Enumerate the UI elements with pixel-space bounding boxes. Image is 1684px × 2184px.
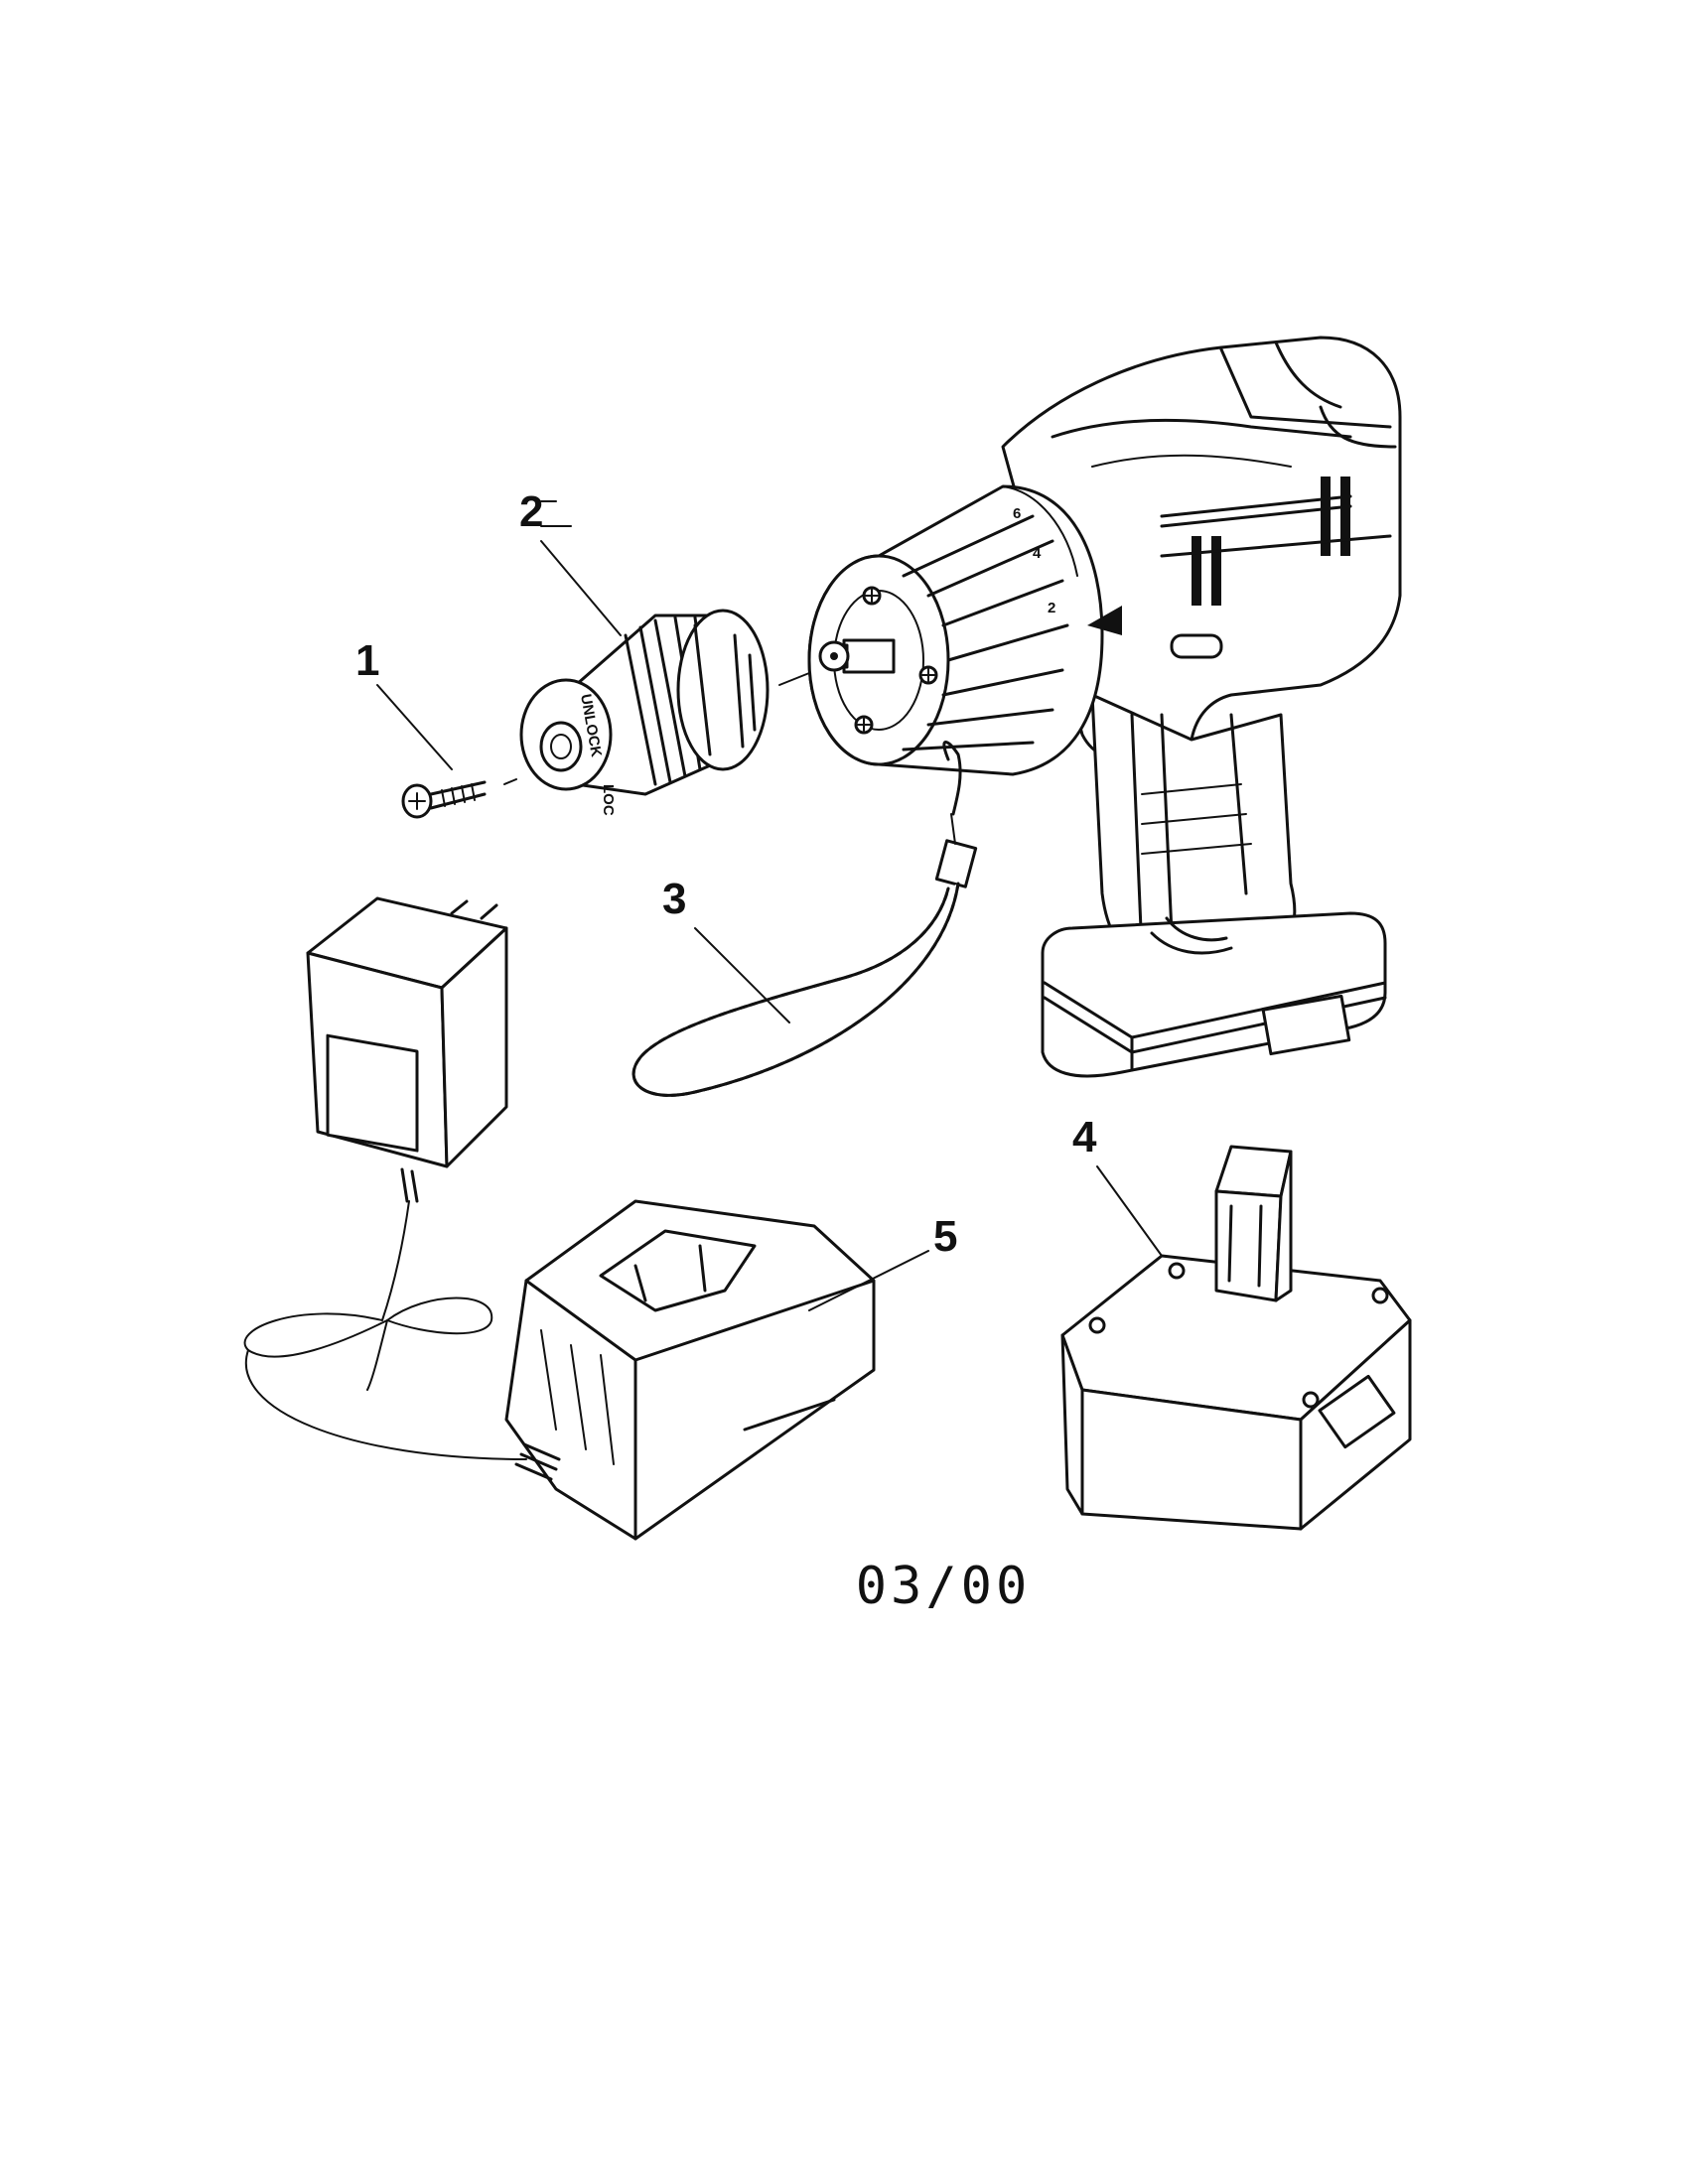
wall-adapter	[243, 896, 527, 1460]
callout-4: 4	[1072, 1113, 1097, 1161]
battery-pack	[1060, 1145, 1412, 1531]
leader-lines	[376, 500, 1163, 1311]
date-code: 03/00	[855, 1557, 1032, 1616]
dial-mark-4: 4	[1033, 545, 1042, 562]
dial-mark-2: 2	[1048, 600, 1055, 616]
callout-2: 2	[519, 487, 543, 536]
callout-5: 5	[933, 1212, 957, 1261]
dial-mark-6: 6	[1013, 505, 1021, 522]
keyless-chuck: UNLOCK LOC	[519, 609, 770, 816]
chuck-lock-label: LOC	[600, 784, 617, 816]
chuck-screw	[401, 780, 487, 819]
battery-charger	[504, 1199, 876, 1541]
callout-1: 1	[355, 636, 379, 685]
wrist-strap	[632, 741, 978, 1097]
clutch-collar: 6 4 2	[807, 484, 1122, 776]
callout-3: 3	[662, 875, 686, 923]
